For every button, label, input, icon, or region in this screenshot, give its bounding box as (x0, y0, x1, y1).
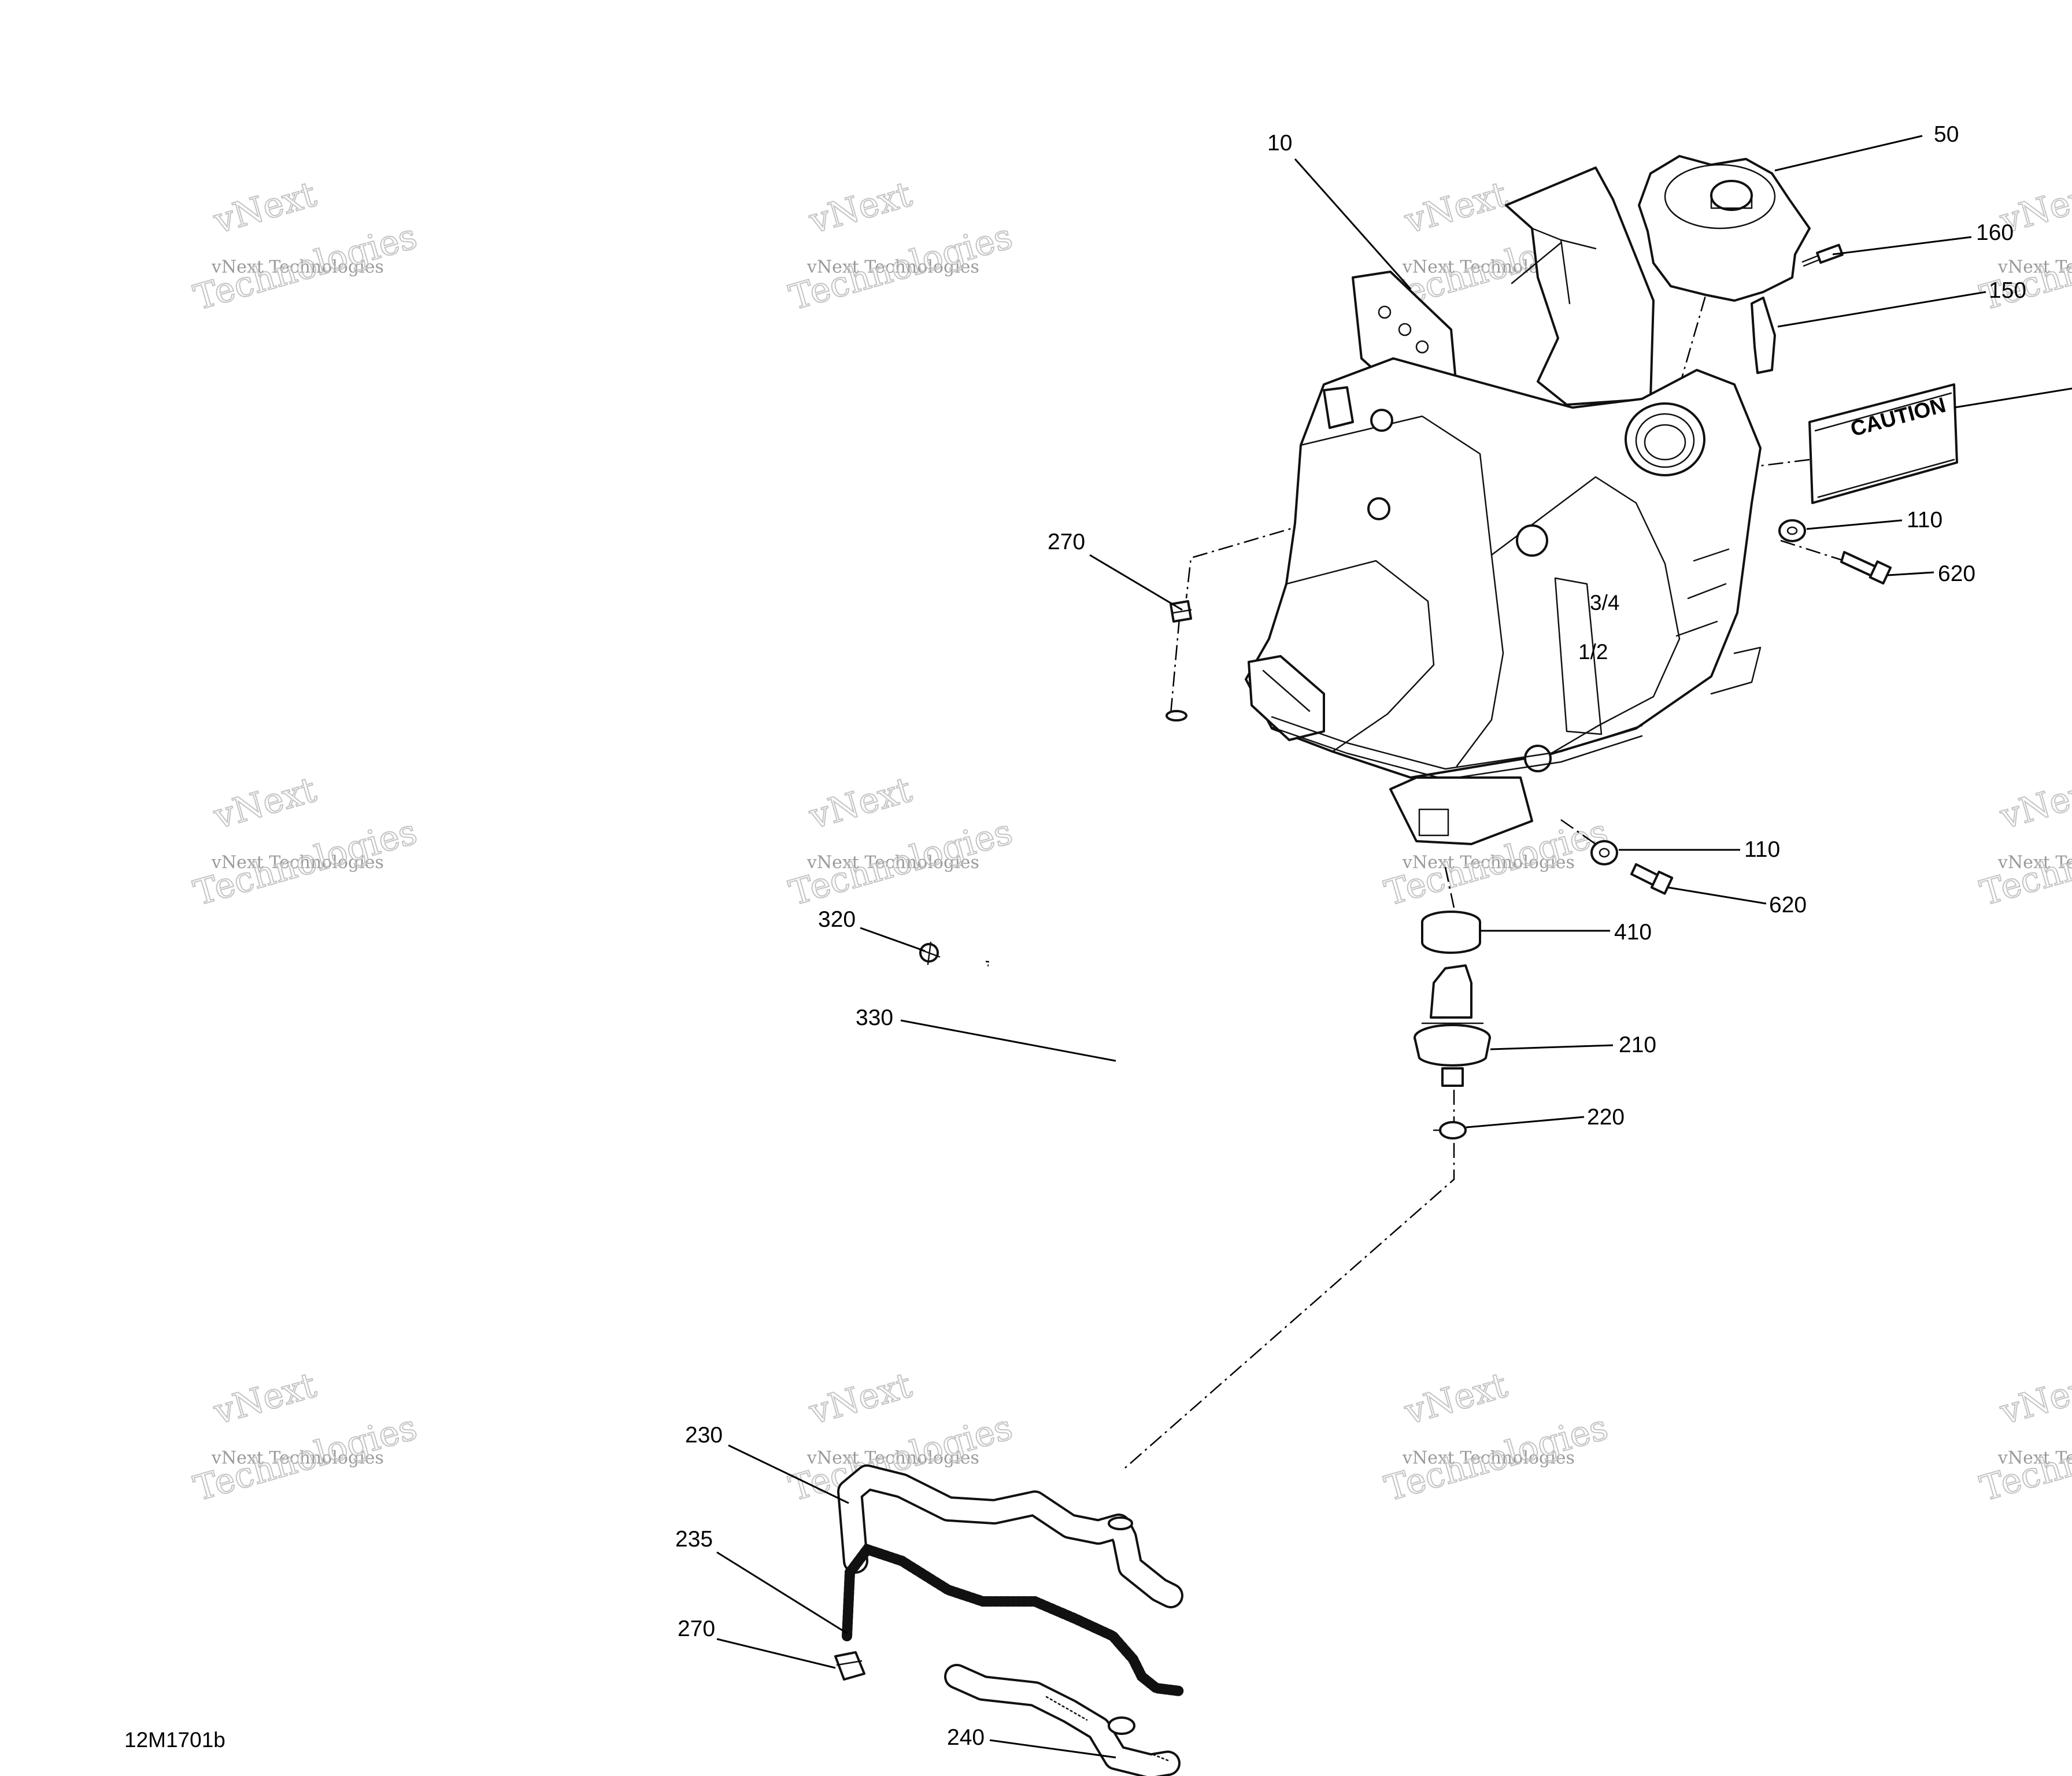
caution-label: CAUTION (1808, 383, 1958, 504)
watermark-line2: vNext Technologies (806, 1448, 979, 1468)
leader-lines (716, 135, 2072, 1759)
level-mark-half: 1/2 (1578, 640, 1608, 664)
callout-270-upper: 270 (1048, 530, 1085, 554)
watermark: vNext vNext Technologies Technologies (189, 1364, 422, 1510)
clip-270-lower (834, 1651, 865, 1681)
screw-160 (1801, 243, 1844, 267)
callout-410: 410 (1614, 920, 1652, 945)
watermark-line2: vNext Technologies (806, 257, 979, 277)
watermark: vNext vNext Technologies Technologies (189, 173, 422, 319)
fuel-tank: 3/4 1/2 (1245, 166, 1762, 845)
watermark-line2: vNext Technologies (806, 852, 979, 872)
watermark-line1: vNext (805, 1365, 916, 1433)
valve-210 (1414, 964, 1491, 1087)
callout-110-top: 110 (1907, 508, 1942, 532)
watermark: vNext vNext Technologies Technologies (1975, 1364, 2072, 1510)
watermark-line1: vNext (1400, 174, 1512, 242)
clamp-220 (1433, 1121, 1467, 1139)
watermark: vNext vNext Technologies Technologies (1380, 1364, 1613, 1510)
callout-620-top: 620 (1938, 561, 1975, 586)
watermark-line2: vNext Technologies (211, 852, 384, 872)
callout-110-lower: 110 (1744, 837, 1780, 862)
level-mark-three-quarter: 3/4 (1590, 591, 1619, 615)
callout-230: 230 (685, 1423, 723, 1448)
callout-620-lower: 620 (1769, 893, 1807, 917)
spring-guard-235 (842, 1543, 1185, 1696)
callout-220: 220 (1587, 1105, 1625, 1130)
watermark-line1: vNext (1996, 1365, 2072, 1433)
clamp-410 (1421, 911, 1481, 954)
watermark-line1: vNext (209, 174, 321, 242)
hose-230 (837, 1464, 1183, 1608)
callout-160: 160 (1976, 220, 2014, 245)
watermark-line2: vNext Technologies (1402, 1448, 1575, 1468)
hose-240 (944, 1664, 1181, 1776)
watermark-line2: vNext Technologies (211, 257, 384, 277)
callout-270-lower: 270 (678, 1616, 715, 1641)
callout-330: 330 (856, 1005, 893, 1030)
bolt-620-lower (1630, 863, 1674, 895)
watermark-line2: vNext Technologies (1402, 852, 1575, 872)
watermark-line1: vNext (805, 769, 916, 837)
callout-235: 235 (675, 1527, 713, 1552)
bolt-620-top (1840, 551, 1892, 585)
callout-150: 150 (1989, 278, 2026, 303)
watermark-line2: vNext Technologies (1997, 852, 2072, 872)
watermark-line1: vNext (1400, 1365, 1512, 1433)
hose-330 (987, 710, 1187, 1074)
watermark: vNext vNext Technologies Technologies (785, 769, 1018, 915)
washer-110-top (1778, 519, 1806, 542)
watermark-line2: vNext Technologies (211, 1448, 384, 1468)
callout-50: 50 (1934, 122, 1959, 147)
washer-110-lower (1590, 840, 1618, 865)
watermark-line1: vNext (209, 769, 321, 837)
callout-320: 320 (818, 907, 856, 932)
watermark: vNext vNext Technologies Technologies (189, 769, 422, 915)
bracket-150 (1751, 297, 1776, 374)
fuel-cap (1638, 155, 1811, 302)
watermark-line1: vNext (209, 1365, 321, 1433)
watermark: vNext vNext Technologies Technologies (785, 173, 1018, 319)
reference-code: 12M1701b (124, 1728, 225, 1752)
watermark: vNext vNext Technologies Technologies (1975, 769, 2072, 915)
callout-240: 240 (947, 1725, 985, 1750)
callout-labels: 10 50 160 150 110 620 270 110 620 410 32… (675, 122, 2026, 1750)
watermark-line1: vNext (1996, 769, 2072, 837)
callout-10: 10 (1267, 131, 1292, 156)
clamp-320 (918, 941, 941, 965)
callout-210: 210 (1619, 1033, 1656, 1057)
watermark-line2: vNext Technologies (1997, 1448, 2072, 1468)
watermark-line2: vNext Technologies (1997, 257, 2072, 277)
watermark-line1: vNext (805, 174, 916, 242)
